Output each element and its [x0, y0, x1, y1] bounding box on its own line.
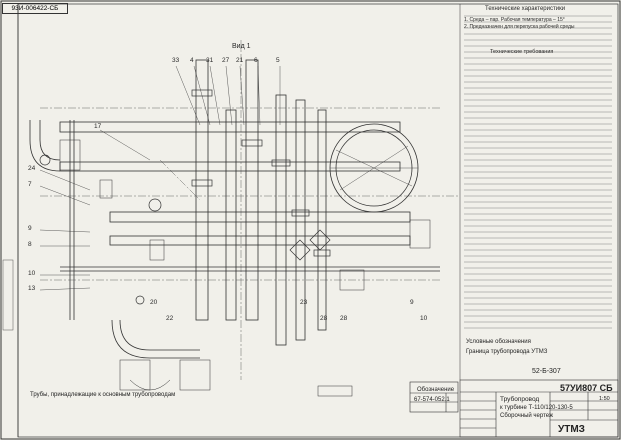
- spec-heading: Технические характеристики: [485, 6, 566, 12]
- spec-item-2: 2. Предназначен для перепуска рабочей ср…: [464, 24, 575, 30]
- callout-number: 23: [300, 299, 308, 306]
- callout-number: 17: [94, 123, 102, 130]
- callout-number: 33: [172, 57, 180, 64]
- title-line-1: Трубопровод: [500, 396, 540, 403]
- callout-number: 28: [320, 315, 328, 322]
- callout-number: 4: [190, 57, 194, 64]
- scale-label: 1:50: [599, 396, 610, 402]
- callout-number: 10: [28, 270, 36, 277]
- valves: [39, 89, 331, 305]
- title-line-3: Сборочный чертеж: [500, 413, 554, 419]
- callout-number: 31: [206, 57, 214, 64]
- callout-number: 20: [150, 299, 158, 306]
- designation-code: 67-574-052.1: [414, 397, 450, 403]
- callout-number: 9: [410, 299, 414, 306]
- title-block: [459, 379, 619, 438]
- callout-number: 21: [236, 57, 244, 64]
- organization-name: УТМЗ: [558, 424, 585, 435]
- callout-number: 5: [276, 57, 280, 64]
- callout-number: 24: [28, 165, 36, 172]
- callout-number: 7: [28, 181, 32, 188]
- title-line-2: к турбине Т-110/120-130-5: [500, 405, 573, 411]
- designation-header: Обозначение: [417, 387, 455, 393]
- callout-number: 22: [166, 315, 174, 322]
- conditions-title: Условные обозначения: [466, 339, 531, 345]
- callout-number: 28: [340, 315, 348, 322]
- conditions-line: Граница трубопровода УТМЗ: [466, 349, 548, 355]
- archive-stamp: 93И-006422-СБ: [2, 3, 68, 14]
- vessel: [329, 123, 419, 213]
- designation-table: [409, 381, 459, 413]
- callout-number: 8: [28, 241, 32, 248]
- callout-number: 9: [28, 225, 32, 232]
- main-pipe-network: [29, 59, 440, 359]
- callout-number: 13: [28, 285, 36, 292]
- callout-number: 27: [222, 57, 230, 64]
- figure-label: Вид 1: [232, 43, 251, 50]
- notes-heading: Технические требования: [490, 49, 554, 55]
- bottom-left-note: Трубы, принадлежащие к основным трубопро…: [30, 392, 176, 398]
- callout-number: 6: [254, 57, 258, 64]
- reference-code: 52-Б-307: [532, 368, 561, 375]
- callout-number: 10: [420, 315, 428, 322]
- drawing-code: 57УИ807 СБ: [560, 383, 613, 393]
- spec-item-1: 1. Среда – пар. Рабочая температура – 15…: [464, 17, 565, 23]
